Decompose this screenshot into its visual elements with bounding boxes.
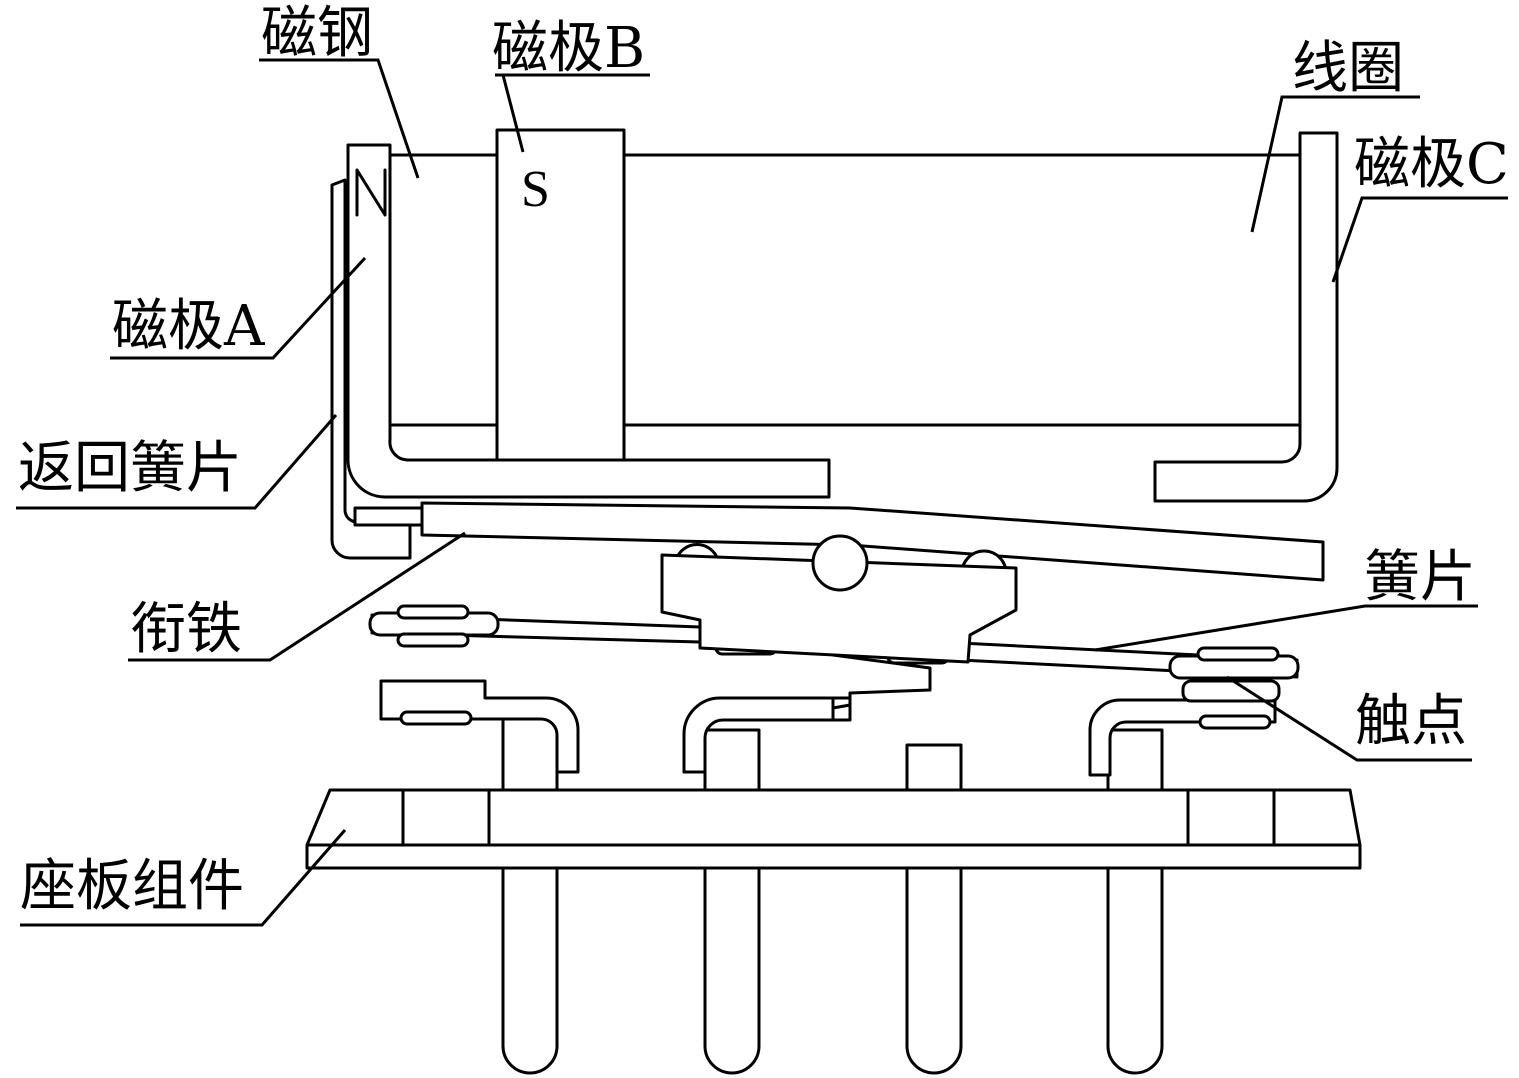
label-contact: 触点 xyxy=(1355,689,1467,754)
post-left-contact xyxy=(399,710,473,726)
base-plate-slot-left xyxy=(401,788,491,847)
leader-base-assembly xyxy=(20,829,347,927)
leader-return-spring xyxy=(16,414,338,510)
pin-2 xyxy=(703,866,761,1075)
leader-magnet-steel xyxy=(259,58,420,179)
label-return-spring: 返回簧片 xyxy=(18,436,242,501)
leader-armature xyxy=(128,531,466,662)
pole-b-s-mark: S xyxy=(521,161,550,218)
label-reed: 簧片 xyxy=(1364,545,1476,610)
reed-right-contact-top xyxy=(1196,646,1280,662)
label-base-assembly: 座板组件 xyxy=(20,854,244,919)
post-left-bracket xyxy=(379,679,580,774)
carrier-pivot-circle xyxy=(811,534,869,592)
pole-b-block xyxy=(495,128,626,462)
pole-c xyxy=(1153,131,1339,503)
reed-zigzag-spring xyxy=(831,653,932,710)
label-magnet-steel: 磁钢 xyxy=(261,1,373,66)
base-plate-slot-right xyxy=(1186,788,1276,847)
post-left-stem xyxy=(501,714,559,792)
carrier-block xyxy=(660,553,1018,664)
reed-left-contact-top xyxy=(396,604,470,620)
contact-posts xyxy=(379,679,1281,792)
post-right-stem xyxy=(1106,728,1164,792)
pin-1 xyxy=(501,866,559,1075)
pole-a-n-mark xyxy=(355,168,387,217)
post-stub xyxy=(905,743,963,792)
armature-holder xyxy=(353,506,427,527)
pin-3 xyxy=(905,866,963,1075)
base-plate xyxy=(305,788,1362,870)
leader-coil xyxy=(1250,95,1420,233)
label-pole-b: 磁极B xyxy=(492,16,645,81)
armature xyxy=(420,501,1325,582)
leader-pole-c xyxy=(1331,196,1508,283)
post-right-contact xyxy=(1181,679,1281,703)
pin-4 xyxy=(1106,866,1164,1075)
leader-pole-a xyxy=(110,256,367,360)
pole-a xyxy=(346,143,831,499)
leader-pole-b xyxy=(495,73,650,153)
label-coil: 线圈 xyxy=(1292,36,1404,101)
return-spring xyxy=(330,178,412,560)
label-pole-c: 磁极C xyxy=(1354,132,1509,197)
pivot-carrier xyxy=(660,534,1018,664)
leader-reed xyxy=(1094,604,1478,652)
label-pole-a: 磁极A xyxy=(112,294,265,359)
post-middle-stem xyxy=(703,728,761,792)
leader-contact xyxy=(1226,675,1472,762)
post-middle-bracket xyxy=(682,696,852,774)
base-pins xyxy=(501,866,1164,1075)
leader-lines xyxy=(16,58,1508,927)
labels: 磁钢 磁极B 线圈 磁极C 磁极A 返回簧片 衔铁 簧片 触点 座板组件 xyxy=(18,1,1509,919)
reed-left-contact-bottom xyxy=(396,632,470,648)
label-armature: 衔铁 xyxy=(130,597,242,662)
post-right-contact-lower xyxy=(1198,714,1272,730)
